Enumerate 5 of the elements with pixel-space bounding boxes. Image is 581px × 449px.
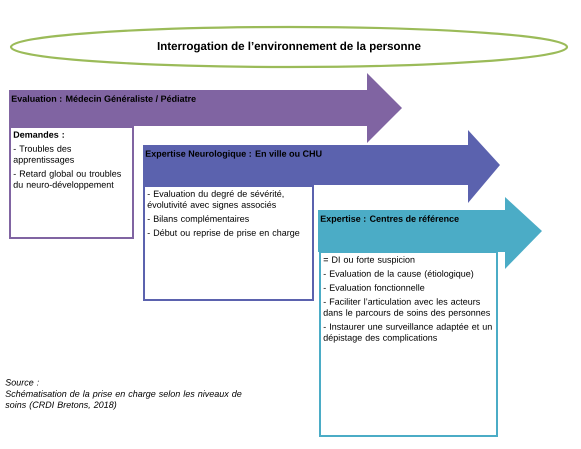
text-box: Demandes : - Troubles des apprentissages - Retard global ou troubles du neuro-développement: [9, 126, 134, 239]
source-note: Schématisation de la prise en charge selon les niveaux de soins (CRDI Bretons, 2018): [5, 390, 242, 410]
text-box: = DI ou forte suspicion - Evaluation de la cause (étiologique) - Evaluation fonctionnelle - Faciliter l’articulation avec les acteurs dans le parcours de soins des personnes - Instaurer une surveillance adaptée et un dépistage des complications: [319, 251, 498, 437]
source-note: Source :: [5, 379, 39, 386]
text-box: - Evaluation du degré de sévérité, évolutivité avec signes associés - Bilans complémentaires - Début ou reprise de prise en charge: [143, 185, 314, 301]
